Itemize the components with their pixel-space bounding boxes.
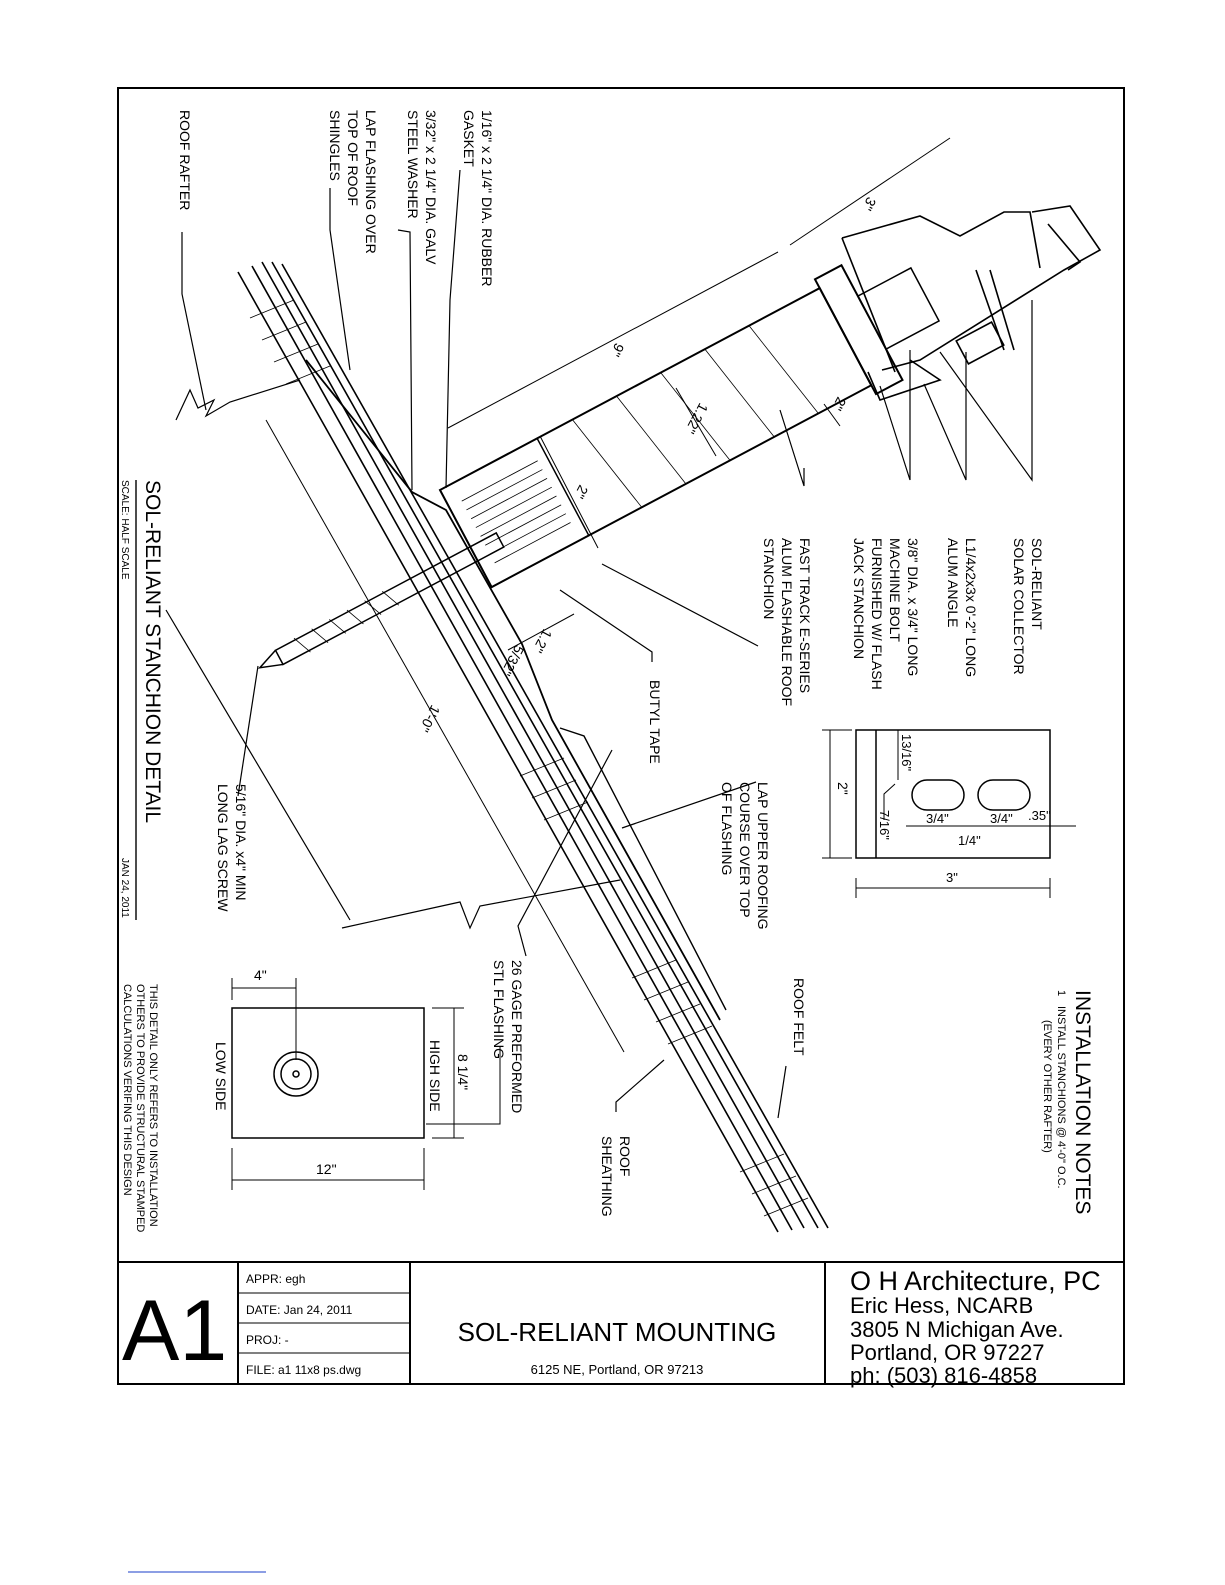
break-line-top	[175, 379, 301, 421]
label-lag-screw-2: LONG LAG SCREW	[215, 784, 231, 912]
label-gasket-1: 1/16" x 2 1/4" DIA. RUBBER	[479, 110, 495, 286]
label-solar-collector-2: SOLAR COLLECTOR	[1011, 538, 1027, 675]
label-gasket-2: GASKET	[461, 110, 477, 167]
title-block: A1 APPR: egh DATE: Jan 24, 2011 PROJ: - …	[122, 1266, 1101, 1388]
firm-street: 3805 N Michigan Ave.	[850, 1317, 1064, 1342]
dim-5-32: 5/32"	[498, 643, 527, 679]
dim-1-2: 1.2"	[530, 627, 556, 656]
file-name: FILE: a1 11x8 ps.dwg	[246, 1363, 361, 1377]
label-lap-upper-3: OF FLASHING	[719, 782, 735, 875]
plate-low-side: LOW SIDE	[213, 1042, 229, 1110]
firm-city: Portland, OR 97227	[850, 1340, 1044, 1365]
notes-line-2: (EVERY OTHER RAFTER)	[1041, 1020, 1053, 1153]
drawing-address: 6125 NE, Portland, OR 97213	[531, 1362, 704, 1377]
installation-notes: INSTALLATION NOTES 1 INSTALL STANCHIONS …	[1041, 990, 1094, 1214]
label-steel-washer-1: 3/32" x 2 1/4" DIA. GALV	[423, 110, 439, 265]
label-lap-flashing-1: LAP FLASHING OVER	[363, 110, 379, 254]
label-alum-angle-1: L1/4x2x3x 0'-2" LONG	[963, 538, 979, 677]
dim-1ft: 1'-0"	[416, 703, 443, 735]
drawing-date: DATE: Jan 24, 2011	[246, 1303, 353, 1317]
label-stanchion-1: FAST TRACK E-SERIES	[797, 538, 813, 693]
detail-date: JAN 24, 2011	[119, 858, 130, 918]
drawing-title: SOL-RELIANT MOUNTING	[458, 1317, 777, 1347]
label-machine-bolt-1: 3/8" DIA. x 3/4" LONG	[905, 538, 921, 676]
label-roof-rafter: ROOF RAFTER	[177, 110, 193, 210]
dim-2-top: 2"	[571, 483, 591, 502]
label-lag-screw-1: 5/16" DIA. x4" MIN	[233, 784, 249, 901]
label-roof-sheathing-1: ROOF	[617, 1136, 633, 1176]
sheet-number: A1	[122, 1283, 227, 1379]
angle-dim-13-16: 13/16"	[899, 734, 914, 772]
label-steel-washer-2: STEEL WASHER	[405, 110, 421, 219]
plate-dim-12: 12"	[316, 1161, 337, 1177]
label-solar-collector-1: SOL-RELIANT	[1029, 538, 1045, 630]
detail-title: SOL-RELIANT STANCHION DETAIL	[141, 480, 164, 823]
label-flashing-2: STL FLASHING	[491, 960, 507, 1059]
label-lap-upper-2: COURSE OVER TOP	[737, 782, 753, 918]
label-stanchion-3: STANCHION	[761, 538, 777, 619]
plate-dim-8-1-4: 8 1/4"	[455, 1054, 471, 1090]
dimension-lines	[265, 137, 951, 1053]
sheet-border	[117, 87, 1125, 1385]
leader-lines	[165, 169, 1033, 1119]
notes-heading: INSTALLATION NOTES	[1071, 990, 1094, 1214]
approved-by: APPR: egh	[246, 1272, 305, 1286]
flashing-edge	[305, 359, 721, 1021]
break-line-bottom	[341, 879, 621, 930]
dim-9: 9"	[607, 341, 627, 360]
angle-dim-2: 2"	[835, 782, 851, 795]
lag-screw	[257, 531, 505, 669]
project-number: PROJ: -	[246, 1333, 289, 1347]
roof-section	[165, 137, 1102, 1233]
label-butyl-tape: BUTYL TAPE	[647, 680, 663, 764]
label-lap-flashing-3: SHINGLES	[327, 110, 343, 181]
angle-dim-3-4-b: 3/4"	[990, 811, 1013, 826]
label-lap-upper-1: LAP UPPER ROOFING	[755, 782, 771, 930]
detail-title-block: SOL-RELIANT STANCHION DETAIL SCALE: HALF…	[119, 480, 164, 920]
stanchion-body	[438, 263, 941, 589]
flashing-plate-detail: 4" 8 1/4" 12" HIGH SIDE LOW SIDE	[213, 967, 501, 1190]
angle-dim-7-16: 7/16"	[877, 810, 892, 840]
angle-dim-1-4: 1/4"	[958, 833, 981, 848]
detail-scale: SCALE: HALF SCALE	[119, 480, 130, 580]
label-alum-angle-2: ALUM ANGLE	[945, 538, 961, 627]
firm-phone: ph: (503) 816-4858	[850, 1363, 1037, 1388]
label-stanchion-2: ALUM FLASHABLE ROOF	[779, 538, 795, 706]
solar-collector	[841, 205, 1102, 401]
roof-assembly-lines	[237, 261, 829, 1233]
label-machine-bolt-2: MACHINE BOLT	[887, 538, 903, 642]
plate-high-side: HIGH SIDE	[427, 1040, 443, 1112]
label-roof-felt: ROOF FELT	[791, 978, 807, 1056]
notes-number: 1	[1055, 990, 1067, 996]
angle-dim-3: 3"	[946, 870, 958, 885]
disclaimer: THIS DETAIL ONLY REFERS TO INSTALLATION …	[121, 984, 159, 1232]
angle-detail: 2" 13/16" 7/16" 3/4" 3/4" .35" 1/4" 3"	[822, 729, 1076, 898]
label-machine-bolt-4: JACK STANCHION	[851, 538, 867, 659]
label-machine-bolt-3: FURNISHED W/ FLASH	[869, 538, 885, 690]
disclaimer-line-1: THIS DETAIL ONLY REFERS TO INSTALLATION	[147, 984, 159, 1227]
angle-dim-3-4-a: 3/4"	[926, 811, 949, 826]
notes-line-1: INSTALL STANCHIONS @ 4'-0" O.C.	[1055, 1006, 1067, 1189]
label-flashing-1: 26 GAGE PREFORMED	[509, 960, 525, 1113]
angle-dim-35: .35"	[1028, 808, 1051, 823]
section-labels: ROOF RAFTER LAP FLASHING OVER TOP OF ROO…	[177, 110, 1045, 1217]
architect-name: Eric Hess, NCARB	[850, 1293, 1033, 1318]
dim-3: 3"	[859, 195, 879, 214]
sheathing-hatch	[249, 299, 809, 1217]
firm-name: O H Architecture, PC	[850, 1266, 1101, 1296]
label-roof-sheathing-2: SHEATHING	[599, 1136, 615, 1217]
plate-dim-4: 4"	[254, 967, 267, 983]
label-lap-flashing-2: TOP OF ROOF	[345, 110, 361, 206]
felt-line	[559, 727, 727, 1011]
disclaimer-line-2: OTHERS TO PROVIDE STRUCTURAL STAMPED	[134, 984, 146, 1232]
disclaimer-line-3: CALCULATIONS VERIFING THIS DESIGN	[121, 984, 133, 1196]
